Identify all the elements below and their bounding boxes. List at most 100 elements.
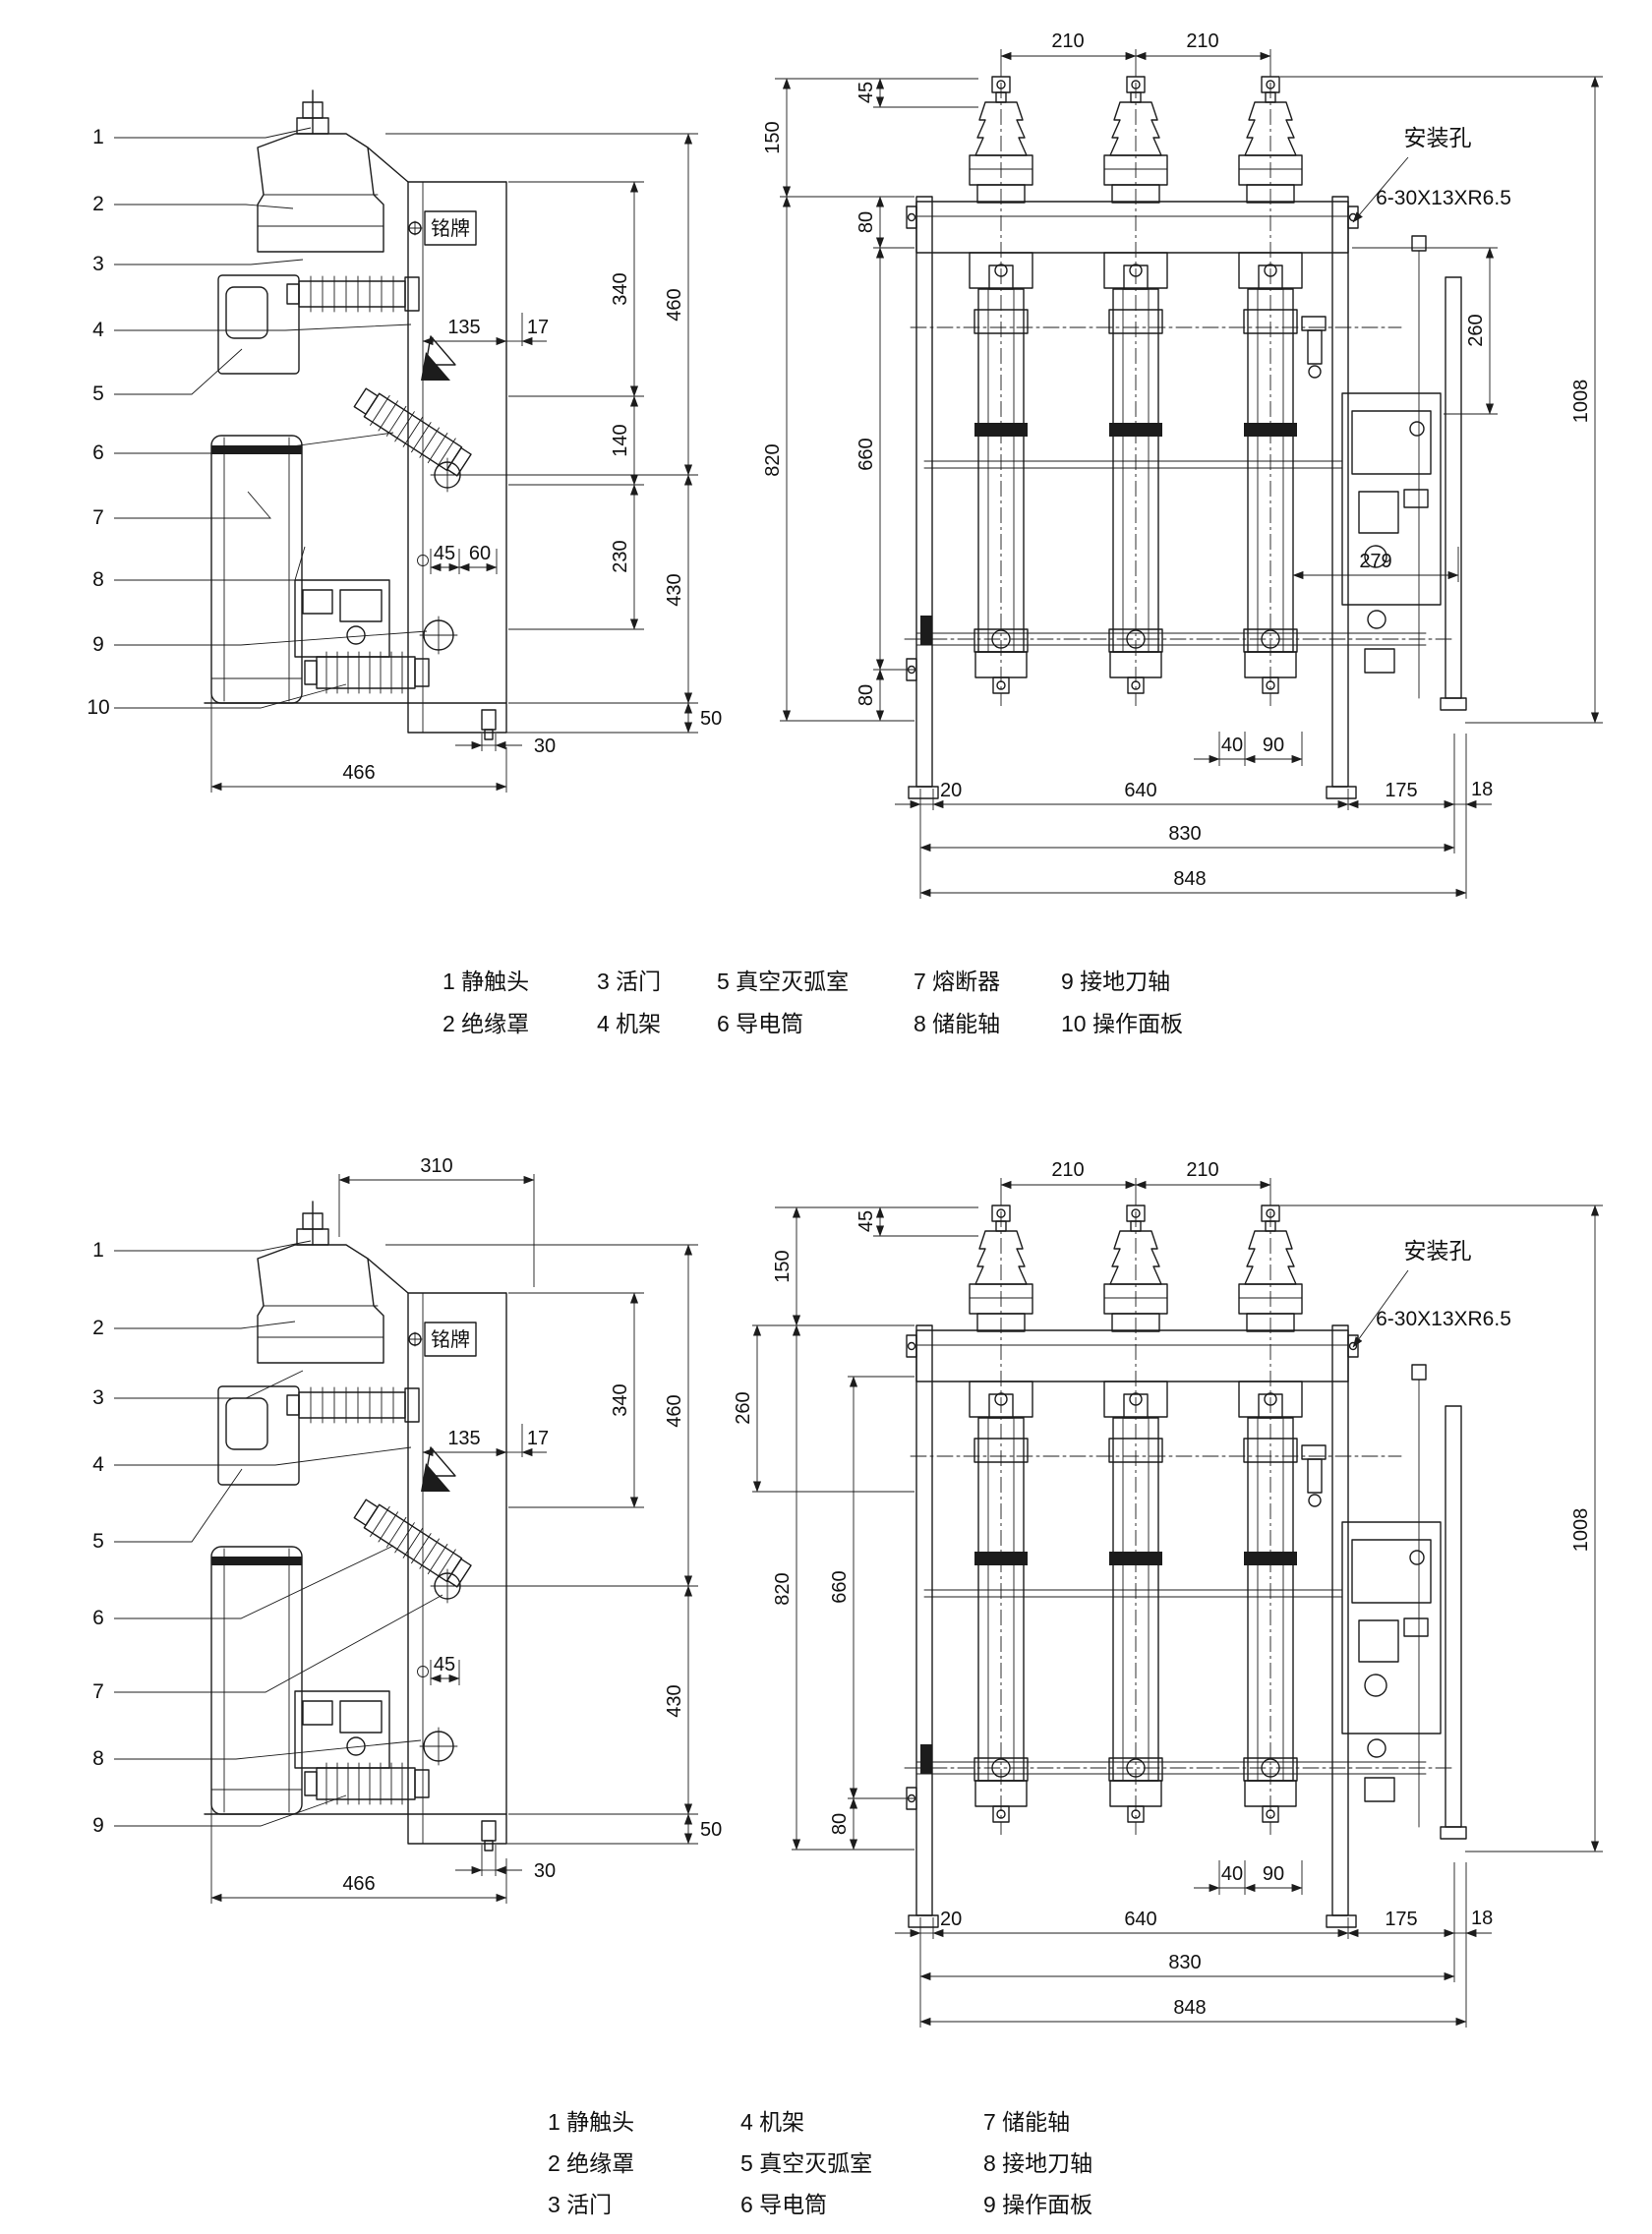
dim-135-17: 135 17 <box>422 1424 549 1457</box>
legend-item: 6 导电筒 <box>717 1011 803 1036</box>
part-number-4: 4 <box>92 319 104 341</box>
dim-210-pair: 210 210 <box>1000 30 1271 77</box>
part-number-8: 8 <box>92 568 104 591</box>
dim-430-text: 430 <box>664 1684 685 1717</box>
fig2-side-machine <box>204 1201 507 1852</box>
dim-18-text: 18 <box>1471 1908 1493 1929</box>
mounting-hole-callout: 安装孔 6-30X13XR6.5 <box>1352 125 1511 223</box>
dim-17-text: 17 <box>527 1428 549 1449</box>
fig1-leader-lines <box>114 127 428 709</box>
fig2-legend: 1 静触头 2 绝缘罩 3 活门 4 机架 5 真空灭弧室 6 导电筒 7 储能… <box>548 2109 1092 2217</box>
part-number-1: 1 <box>92 126 104 148</box>
dim-820: 820 <box>762 196 792 722</box>
legend-item: 8 储能轴 <box>914 1011 1000 1036</box>
dim-150-text: 150 <box>762 121 784 153</box>
part-number-3: 3 <box>92 1386 104 1409</box>
dim-175-text: 175 <box>1385 1909 1417 1930</box>
dim-50-text: 50 <box>700 708 722 730</box>
dim-430: 430 <box>508 1585 698 1815</box>
dim-466-text: 466 <box>342 762 375 784</box>
legend-item: 7 储能轴 <box>983 2109 1070 2135</box>
dim-210a-text: 210 <box>1051 1159 1084 1181</box>
dim-45-text: 45 <box>434 1654 455 1676</box>
dim-466: 466 <box>210 629 507 793</box>
part-number-9: 9 <box>92 1814 104 1837</box>
part-number-2: 2 <box>92 1317 104 1339</box>
dim-430-text: 430 <box>664 573 685 606</box>
part-number-6: 6 <box>92 1607 104 1629</box>
figure2: 铭牌 1 2 3 4 5 6 7 8 9 310 <box>92 1155 1603 2217</box>
dim-310: 310 <box>338 1155 535 1287</box>
legend-item: 1 静触头 <box>442 969 529 994</box>
legend-item: 9 接地刀轴 <box>1061 969 1170 994</box>
dim-30: 30 <box>455 734 556 757</box>
dim-1008: 1008 <box>1280 76 1603 724</box>
part-number-3: 3 <box>92 253 104 275</box>
dim-45-60: 45 60 <box>417 543 498 574</box>
dim-45-text: 45 <box>434 543 455 564</box>
legend-item: 3 活门 <box>597 969 661 994</box>
dim-260-text: 260 <box>733 1391 754 1424</box>
dim-460: 460 <box>385 133 698 476</box>
dim-310-text: 310 <box>420 1155 452 1177</box>
fig2-leader-lines <box>114 1240 443 1827</box>
dim-279-text: 279 <box>1359 551 1391 572</box>
dim-80-text: 80 <box>829 1813 851 1835</box>
dim-466: 466 <box>210 1740 507 1904</box>
dim-230-text: 230 <box>610 540 631 572</box>
dim-830-text: 830 <box>1168 823 1201 845</box>
dim-20-text: 20 <box>940 780 962 801</box>
legend-item: 4 机架 <box>597 1011 661 1036</box>
dim-20-text: 20 <box>940 1909 962 1930</box>
dim-150-text: 150 <box>772 1250 794 1282</box>
dim-660-text: 660 <box>856 438 877 470</box>
dim-660: 660 <box>856 247 914 671</box>
dim-848-text: 848 <box>1173 1997 1206 2019</box>
dim-18-text: 18 <box>1471 779 1493 800</box>
dim-260: 260 <box>1352 247 1498 415</box>
dim-210b-text: 210 <box>1186 1159 1218 1181</box>
dim-45-top: 45 <box>775 78 978 108</box>
legend-item: 8 接地刀轴 <box>983 2150 1092 2176</box>
fig1-side-dimensions: 460 430 50 340 140 230 <box>210 133 722 793</box>
dim-640-text: 640 <box>1124 1909 1156 1930</box>
part-number-4: 4 <box>92 1453 104 1476</box>
dim-80-bottom: 80 <box>780 669 914 722</box>
dim-1008: 1008 <box>1280 1205 1603 1852</box>
dim-830-text: 830 <box>1168 1952 1201 1973</box>
fig1-front-dimensions: 210 210 45 150 80 660 80 <box>762 30 1603 899</box>
dim-45-text: 45 <box>856 1210 877 1232</box>
dim-30-text: 30 <box>534 1860 556 1882</box>
fig1-nameplate-label: 铭牌 <box>431 217 470 240</box>
dim-40-90: 40 90 <box>1194 732 1303 766</box>
dim-45: 45 <box>417 1654 460 1685</box>
mounting-hole-spec: 6-30X13XR6.5 <box>1376 1308 1511 1330</box>
dim-430: 430 <box>508 474 698 704</box>
dim-460-text: 460 <box>664 1394 685 1427</box>
legend-item: 7 熔断器 <box>914 969 1000 994</box>
dim-175-text: 175 <box>1385 780 1417 801</box>
part-number-7: 7 <box>92 506 104 529</box>
part-number-5: 5 <box>92 1530 104 1553</box>
dim-150: 150 <box>762 78 914 198</box>
dim-230: 230 <box>508 484 644 630</box>
fig2-front-dimensions: 210 210 45 150 260 820 660 <box>733 1159 1603 2028</box>
dim-210-pair: 210 210 <box>1000 1159 1271 1205</box>
fig2-nameplate-label: 铭牌 <box>431 1328 470 1351</box>
dim-bottom-row: 20 640 175 18 <box>895 1862 1493 2028</box>
part-number-5: 5 <box>92 382 104 405</box>
dim-135-text: 135 <box>447 1428 480 1449</box>
dim-1008-text: 1008 <box>1570 380 1592 424</box>
dim-40-text: 40 <box>1221 1863 1243 1885</box>
dim-820-text: 820 <box>772 1572 794 1605</box>
dim-660-text: 660 <box>829 1570 851 1603</box>
dim-210a-text: 210 <box>1051 30 1084 52</box>
dim-135-17: 135 17 <box>422 313 549 346</box>
mounting-hole-callout: 安装孔 6-30X13XR6.5 <box>1352 1238 1511 1348</box>
figure1: 铭牌 1 2 3 4 5 6 7 8 9 10 460 <box>87 30 1603 1036</box>
dim-40-90: 40 90 <box>1194 1860 1303 1895</box>
dim-60-text: 60 <box>469 543 491 564</box>
dim-80-top: 80 <box>856 196 914 249</box>
legend-item: 9 操作面板 <box>983 2192 1092 2217</box>
